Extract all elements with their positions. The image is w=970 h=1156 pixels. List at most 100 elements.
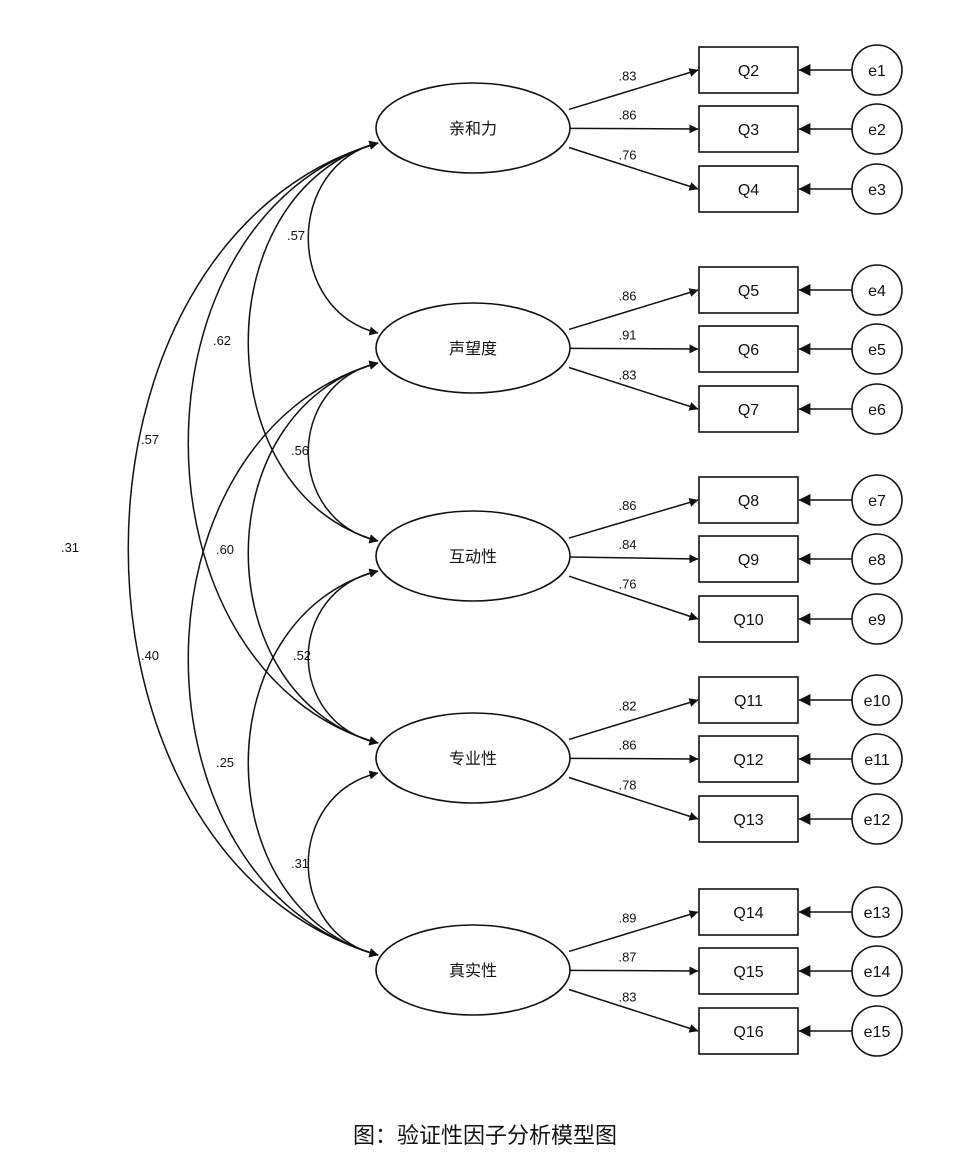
loading-arrow <box>568 575 699 621</box>
factor-ellipse <box>375 712 571 804</box>
loading-arrow <box>568 366 699 411</box>
correlation-arc <box>247 568 379 958</box>
loading-Q4: .76 <box>568 146 699 191</box>
loading-value: .83 <box>618 989 636 1004</box>
loading-arrow <box>568 554 699 564</box>
loading-Q14: .89 <box>568 910 699 953</box>
loading-Q9: .84 <box>568 537 699 564</box>
factor-f2: 声望度 <box>375 302 571 394</box>
indicator-Q14: Q14 <box>698 888 799 936</box>
correlation-arc <box>187 360 379 958</box>
loading-arrow <box>568 288 699 331</box>
error-circle <box>851 383 903 435</box>
loading-value: .86 <box>618 289 636 304</box>
loading-arrows: .83.86.76.86.91.83.86.84.76.82.86.78.89.… <box>568 68 699 1033</box>
indicator-box <box>698 795 799 843</box>
correlation-value: .57 <box>287 228 305 243</box>
indicator-box <box>698 105 799 153</box>
indicator-box <box>698 476 799 524</box>
indicator-box <box>698 947 799 995</box>
error-circle <box>851 733 903 785</box>
error-e10: e10 <box>798 674 903 726</box>
error-circle <box>851 886 903 938</box>
error-circle <box>851 323 903 375</box>
indicator-label: Q9 <box>738 552 759 569</box>
indicator-Q16: Q16 <box>698 1007 799 1055</box>
error-e9: e9 <box>798 593 903 645</box>
indicator-label: Q14 <box>733 905 763 922</box>
loading-arrow <box>568 910 699 953</box>
correlation-arc <box>127 141 379 957</box>
correlation-arc <box>247 140 379 544</box>
indicator-box <box>698 595 799 643</box>
factor-f1: 亲和力 <box>375 82 571 174</box>
correlation-value: .60 <box>216 542 234 557</box>
correlation-value: .56 <box>291 443 309 458</box>
error-label: e11 <box>864 752 890 769</box>
error-circle <box>851 533 903 585</box>
loading-arrow <box>568 344 699 354</box>
correlation-value: .31 <box>291 856 309 871</box>
indicator-label: Q13 <box>733 812 763 829</box>
error-label: e5 <box>868 342 886 359</box>
indicator-box <box>698 735 799 783</box>
loading-Q15: .87 <box>568 950 699 976</box>
indicator-box <box>698 165 799 213</box>
correlation-f1-f3: .62 <box>213 140 379 544</box>
indicator-label: Q7 <box>738 402 759 419</box>
loading-Q16: .83 <box>568 988 699 1033</box>
error-label: e14 <box>864 964 891 981</box>
loading-arrow <box>568 754 699 764</box>
indicator-Q6: Q6 <box>698 325 799 373</box>
indicator-Q12: Q12 <box>698 735 799 783</box>
correlation-f1-f2: .57 <box>287 140 379 336</box>
error-label: e4 <box>868 283 886 300</box>
correlation-arc <box>307 140 379 336</box>
loading-value: .83 <box>618 69 636 84</box>
factor-label: 互动性 <box>449 548 497 566</box>
indicator-Q9: Q9 <box>698 535 799 583</box>
loading-value: .91 <box>618 328 636 343</box>
loading-arrow <box>568 498 699 539</box>
error-label: e1 <box>868 63 886 80</box>
error-e3: e3 <box>798 163 903 215</box>
factor-ellipse <box>375 82 571 174</box>
loading-Q2: .83 <box>568 68 699 111</box>
error-circle <box>851 793 903 845</box>
loading-value: .89 <box>618 911 636 926</box>
correlation-arc <box>247 360 379 746</box>
loading-Q12: .86 <box>568 738 699 764</box>
factor-label: 专业性 <box>449 750 497 768</box>
indicator-label: Q5 <box>738 283 759 300</box>
indicator-Q7: Q7 <box>698 385 799 433</box>
correlation-f2-f5: .40 <box>141 360 379 958</box>
indicator-label: Q3 <box>738 122 759 139</box>
correlation-value: .57 <box>141 432 159 447</box>
factor-ellipse <box>375 924 571 1016</box>
indicator-box <box>698 385 799 433</box>
factor-f5: 真实性 <box>375 924 571 1016</box>
loading-Q7: .83 <box>568 366 699 411</box>
error-circle <box>851 44 903 96</box>
loading-arrow <box>568 146 699 191</box>
error-circle <box>851 103 903 155</box>
correlation-value: .52 <box>293 648 311 663</box>
error-label: e7 <box>868 493 886 510</box>
correlation-value: .40 <box>141 648 159 663</box>
indicator-box <box>698 325 799 373</box>
loading-value: .76 <box>618 147 636 162</box>
indicator-Q10: Q10 <box>698 595 799 643</box>
correlation-value: .62 <box>213 333 231 348</box>
figure-caption: 图：验证性因子分析模型图 <box>352 1124 617 1149</box>
error-circle <box>851 264 903 316</box>
error-label: e12 <box>864 812 891 829</box>
loading-Q11: .82 <box>568 698 699 741</box>
factor-label: 声望度 <box>449 340 497 358</box>
factor-f4: 专业性 <box>375 712 571 804</box>
indicator-box <box>698 266 799 314</box>
correlation-f4-f5: .31 <box>291 770 379 958</box>
indicator-box <box>698 1007 799 1055</box>
indicator-Q15: Q15 <box>698 947 799 995</box>
error-label: e10 <box>864 693 891 710</box>
indicator-Q11: Q11 <box>698 676 799 724</box>
